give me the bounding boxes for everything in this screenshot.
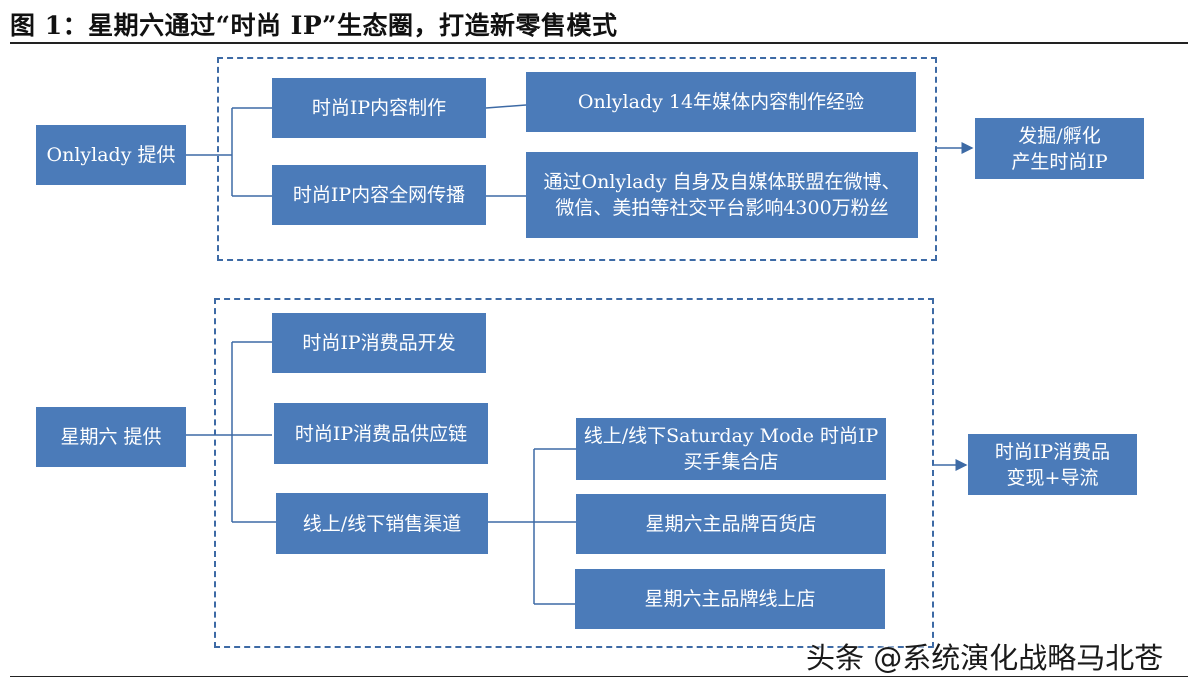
title-rule — [10, 42, 1188, 44]
detail-experience: Onlylady 14年媒体内容制作经验 — [526, 72, 916, 132]
step-content-distribution-label: 时尚IP内容全网传播 — [292, 184, 466, 206]
outcome-ip-creation-line1: 发掘/孵化 — [1018, 124, 1101, 147]
detail-reach-line1: 通过Onlylady 自身及自媒体联盟在微博、 — [543, 171, 901, 193]
step-sales-channels-label: 线上/线下销售渠道 — [302, 512, 462, 535]
step-product-development: 时尚IP消费品开发 — [272, 313, 486, 373]
outcome-monetization: 时尚IP消费品 变现+导流 — [968, 434, 1137, 495]
detail-reach-line2: 微信、美拍等社交平台影响4300万粉丝 — [555, 197, 889, 219]
outcome-ip-creation: 发掘/孵化 产生时尚IP — [975, 118, 1144, 179]
step-content-production: 时尚IP内容制作 — [272, 78, 486, 138]
figure-title: 图 1：星期六通过“时尚 IP”生态圈，打造新零售模式 — [10, 11, 618, 40]
channel-buyer-store-line1: 线上/线下Saturday Mode 时尚IP — [583, 425, 879, 447]
step-content-distribution: 时尚IP内容全网传播 — [272, 165, 486, 225]
detail-experience-label: Onlylady 14年媒体内容制作经验 — [577, 91, 865, 113]
step-product-development-label: 时尚IP消费品开发 — [302, 332, 456, 354]
source-saturday-label: 星期六 提供 — [60, 426, 162, 448]
channel-buyer-store-line2: 买手集合店 — [683, 451, 779, 473]
outcome-ip-creation-line2: 产生时尚IP — [1011, 150, 1108, 173]
source-saturday: 星期六 提供 — [36, 407, 186, 467]
channel-department-store-label: 星期六主品牌百货店 — [645, 513, 817, 535]
detail-reach: 通过Onlylady 自身及自媒体联盟在微博、 微信、美拍等社交平台影响4300… — [526, 152, 918, 238]
source-onlylady: Onlylady 提供 — [36, 125, 186, 185]
top-dashed-group — [217, 57, 937, 261]
step-content-production-label: 时尚IP内容制作 — [311, 97, 447, 119]
channel-online-store-label: 星期六主品牌线上店 — [644, 588, 816, 610]
watermark: 头条 @系统演化战略马北苍 — [806, 641, 1164, 675]
bottom-dashed-group — [214, 298, 934, 648]
step-supply-chain: 时尚IP消费品供应链 — [274, 403, 488, 464]
outcome-monetization-line2: 变现+导流 — [1006, 466, 1099, 489]
channel-buyer-store: 线上/线下Saturday Mode 时尚IP 买手集合店 — [576, 418, 886, 480]
channel-department-store: 星期六主品牌百货店 — [576, 494, 886, 554]
step-sales-channels: 线上/线下销售渠道 — [276, 493, 488, 554]
bottom-rule — [10, 676, 1188, 677]
channel-online-store: 星期六主品牌线上店 — [575, 569, 885, 629]
step-supply-chain-label: 时尚IP消费品供应链 — [294, 422, 468, 445]
outcome-monetization-line1: 时尚IP消费品 — [994, 440, 1111, 463]
source-onlylady-label: Onlylady 提供 — [46, 144, 176, 166]
